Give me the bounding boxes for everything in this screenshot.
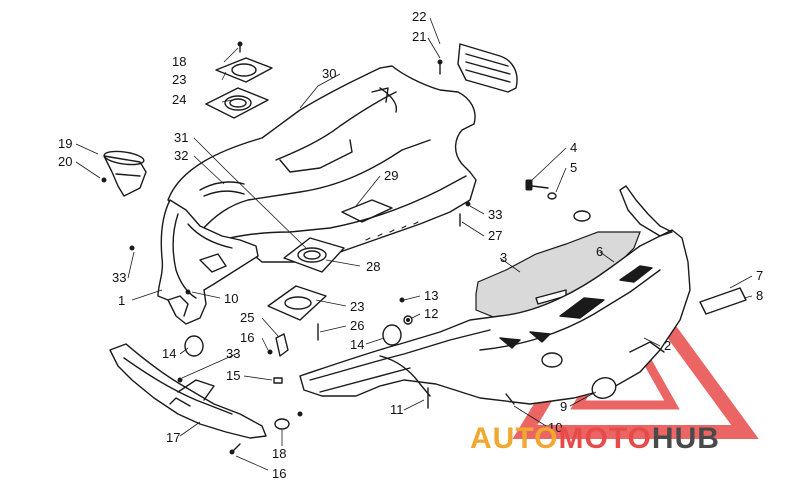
part-9-cap bbox=[591, 377, 617, 399]
part-30-belly-pan bbox=[167, 65, 477, 263]
part-10-screws bbox=[185, 289, 515, 405]
callout-31: 31 bbox=[174, 130, 188, 145]
callout-30-belly-pan: 30 bbox=[322, 66, 336, 81]
callout-5-washer: 5 bbox=[570, 160, 577, 175]
leader-lines bbox=[75, 17, 753, 471]
part-14-clamp-left bbox=[184, 335, 204, 357]
callout-12-grommet: 12 bbox=[424, 306, 438, 321]
callout-20-screw: 20 bbox=[58, 154, 72, 169]
part-18-screw-top bbox=[237, 41, 243, 53]
callout-27-screw: 27 bbox=[488, 228, 502, 243]
part-18-washer-bottom bbox=[274, 418, 290, 430]
part-25-bracket bbox=[275, 333, 289, 357]
callout-9-cap: 9 bbox=[560, 399, 567, 414]
part-28-center-plate bbox=[283, 237, 345, 273]
watermark-moto: MOTO bbox=[558, 422, 651, 455]
callout-21-screw: 21 bbox=[412, 29, 426, 44]
part-5-washer bbox=[547, 192, 591, 222]
watermark-hub: HUB bbox=[652, 422, 720, 455]
callout-14-clamp-left: 14 bbox=[162, 346, 176, 361]
part-15-clip bbox=[273, 377, 283, 384]
part-17-front-guard bbox=[109, 343, 267, 439]
watermark-logo-text: AUTOMOTOHUB bbox=[470, 422, 720, 455]
callout-29: 29 bbox=[384, 168, 398, 183]
part-22-vent-grille bbox=[457, 43, 518, 93]
callout-16-screw-bottom: 16 bbox=[272, 466, 286, 481]
callout-13-screw: 13 bbox=[424, 288, 438, 303]
callout-24-plate: 24 bbox=[172, 92, 186, 107]
part-24-plate-top bbox=[205, 87, 269, 119]
callout-17-front-guard: 17 bbox=[166, 430, 180, 445]
part-23-gasket-center bbox=[267, 285, 327, 321]
callout-18-washer-bottom: 18 bbox=[272, 446, 286, 461]
callout-16-screw-center: 16 bbox=[240, 330, 254, 345]
part-1-side-panel bbox=[157, 199, 259, 325]
watermark-auto: AUTO bbox=[470, 422, 558, 455]
callout-2-running-board: 2 bbox=[664, 338, 671, 353]
callout-15-clip: 15 bbox=[226, 368, 240, 383]
callout-19-duct: 19 bbox=[58, 136, 72, 151]
callout-6: 6 bbox=[596, 244, 603, 259]
part-16-screw-center bbox=[267, 349, 273, 355]
callout-10-screw-left: 10 bbox=[224, 291, 238, 306]
part-13-screw bbox=[399, 297, 405, 303]
callout-1-side-panel: 1 bbox=[118, 293, 125, 308]
callout-8: 8 bbox=[756, 288, 763, 303]
callout-33-screw-right: 33 bbox=[488, 207, 502, 222]
callout-23-gasket-top: 23 bbox=[172, 72, 186, 87]
callout-labels: 22 21 18 23 24 30 19 20 31 32 29 4 5 33 … bbox=[58, 9, 763, 481]
part-33-screws bbox=[129, 201, 471, 417]
part-12-grommet bbox=[403, 315, 413, 325]
callout-32: 32 bbox=[174, 148, 188, 163]
part-2-running-board bbox=[299, 185, 691, 405]
callout-14-clamp-center: 14 bbox=[350, 337, 364, 352]
svg-text:AUTOMOTOHUB: AUTOMOTOHUB bbox=[470, 422, 720, 455]
callout-10-screw-right: 10 bbox=[548, 420, 562, 435]
callout-33-screw-bottom: 33 bbox=[226, 346, 240, 361]
callout-11-screw: 11 bbox=[390, 402, 404, 417]
callout-7-trim: 7 bbox=[756, 268, 763, 283]
callout-33-screw-left: 33 bbox=[112, 270, 126, 285]
part-23-gasket-top bbox=[215, 57, 273, 83]
callout-25-bracket: 25 bbox=[240, 310, 254, 325]
callout-3-floor-mat: 3 bbox=[500, 250, 507, 265]
callout-4-bolt: 4 bbox=[570, 140, 577, 155]
callout-23-gasket-center: 23 bbox=[350, 299, 364, 314]
part-21-screw bbox=[437, 59, 443, 75]
part-4-bolt bbox=[525, 179, 549, 191]
callout-22-grille: 22 bbox=[412, 9, 426, 24]
part-16-screw-bottom bbox=[229, 443, 241, 455]
callout-26-screw: 26 bbox=[350, 318, 364, 333]
callout-18-screw-top: 18 bbox=[172, 54, 186, 69]
part-7-trim-strip bbox=[699, 287, 747, 315]
part-14-clamp-center bbox=[382, 324, 402, 346]
callout-28-plate: 28 bbox=[366, 259, 380, 274]
part-19-duct-boot bbox=[101, 150, 147, 197]
